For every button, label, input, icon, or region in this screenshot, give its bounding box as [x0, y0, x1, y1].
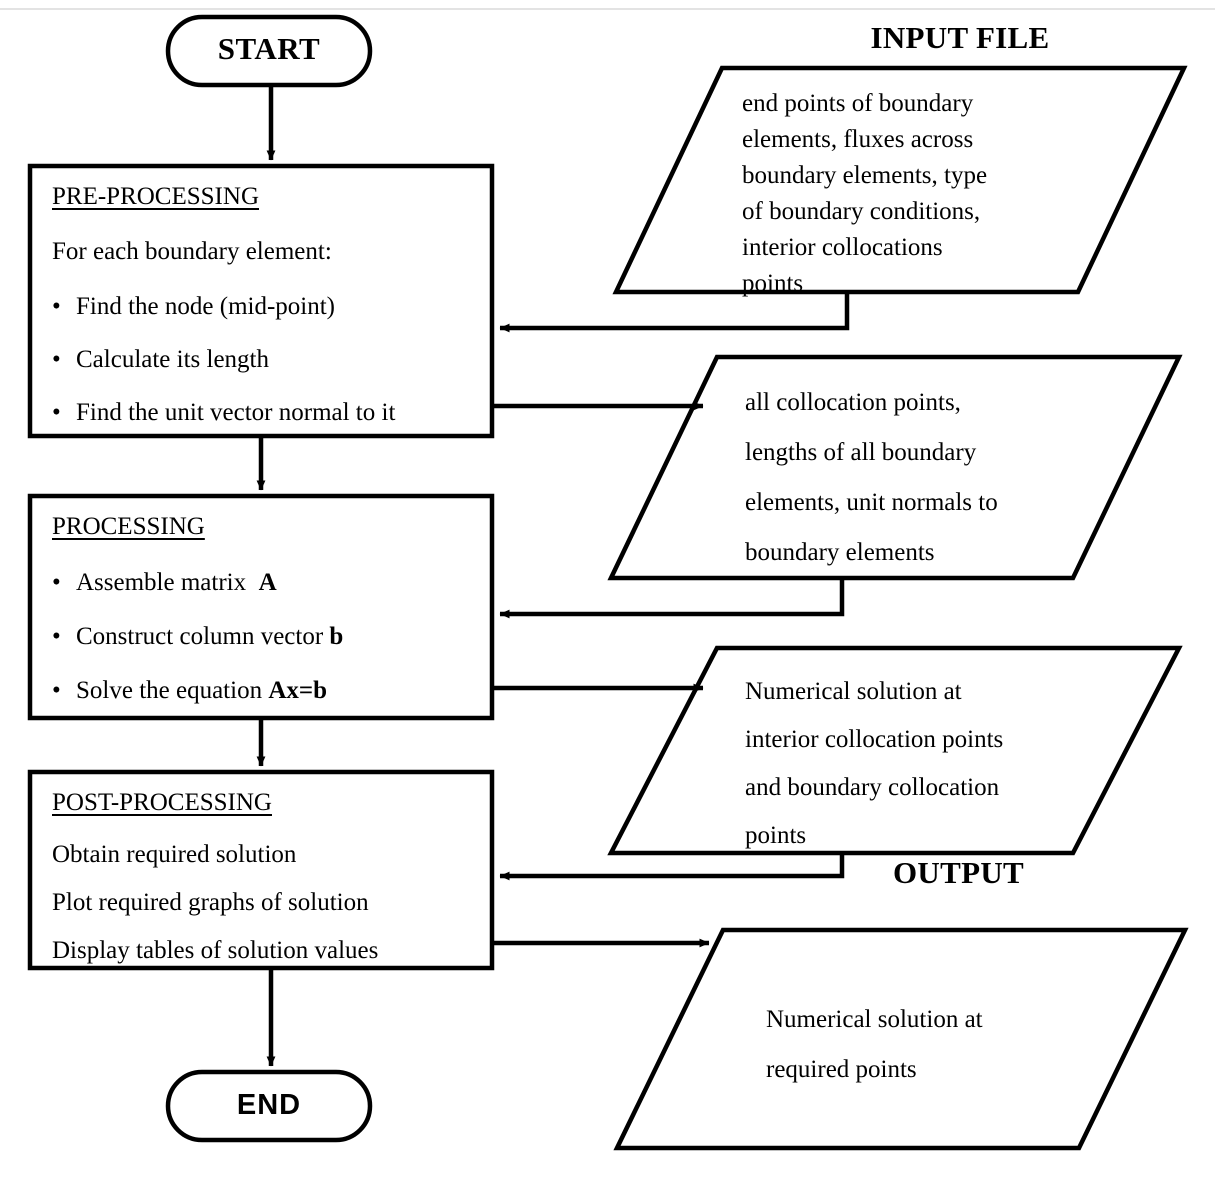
processing-output-data-shape — [607, 645, 1183, 856]
input-file-data-line-6: points — [742, 270, 804, 297]
input-file-data-text: end points of boundary elements, fluxes … — [742, 86, 987, 302]
pre-processing-intro: For each boundary element: — [52, 238, 332, 265]
post-processing-line-1: Obtain required solution — [52, 841, 297, 868]
processing-heading: PROCESSING — [52, 513, 205, 540]
preprocessing-output-data-line-3: elements, unit normals to — [745, 489, 998, 516]
input-file-data-line-1: end points of boundary — [742, 90, 974, 117]
processing-output-data-line-3: and boundary collocation — [745, 774, 1000, 801]
connector-inputfile-to-preprocessing — [499, 292, 850, 333]
post-processing-line-3: Display tables of solution values — [52, 937, 379, 964]
pre-processing-bullet-3: Find the unit vector normal to it — [52, 399, 395, 427]
processing-bullet-1: Assemble matrix A — [52, 569, 277, 597]
input-file-data-line-5: interior collocations — [742, 234, 943, 261]
processing-output-data-text: Numerical solution at interior collocati… — [745, 668, 1003, 860]
preprocessing-output-data-text: all collocation points, lengths of all b… — [745, 378, 998, 578]
input-file-data-line-4: of boundary conditions, — [742, 198, 981, 225]
post-processing-heading: POST-PROCESSING — [52, 789, 272, 816]
preprocessing-output-data-line-1: all collocation points, — [745, 389, 961, 416]
preprocessing-output-data-line-2: lengths of all boundary — [745, 439, 977, 466]
pre-processing-heading: PRE-PROCESSING — [52, 183, 259, 210]
input-file-data-line-3: boundary elements, type — [742, 162, 988, 189]
processing-output-data-line-4: points — [745, 822, 807, 849]
final-output-data-line-1: Numerical solution at — [766, 1006, 983, 1033]
post-processing-line-2: Plot required graphs of solution — [52, 889, 369, 916]
processing-output-data-line-2: interior collocation points — [745, 726, 1004, 753]
final-output-data-line-2: required points — [766, 1056, 917, 1083]
processing-bullet-2: Construct column vector b — [52, 623, 343, 651]
connector-data2-to-processing — [499, 578, 845, 619]
input-file-data-shape — [612, 65, 1188, 295]
top-divider-rule — [0, 8, 1215, 10]
post-processing-shape — [27, 769, 495, 971]
end-terminal-shape — [165, 1069, 373, 1143]
end-terminal-label: END — [236, 1089, 302, 1121]
pre-processing-bullet-2: Calculate its length — [52, 346, 269, 374]
processing-bullet-3: Solve the equation Ax=b — [52, 677, 327, 705]
input-file-caption: INPUT FILE — [870, 20, 1050, 55]
output-caption: OUTPUT — [893, 855, 1024, 890]
input-file-data-line-2: elements, fluxes across — [742, 126, 974, 153]
preprocessing-output-data-shape — [607, 354, 1183, 581]
processing-output-data-line-1: Numerical solution at — [745, 678, 962, 705]
pre-processing-bullet-1: Find the node (mid-point) — [52, 293, 335, 321]
final-output-data-text: Numerical solution at required points — [766, 995, 983, 1095]
start-terminal-label: START — [217, 31, 321, 66]
final-output-data-shape — [613, 927, 1189, 1151]
preprocessing-output-data-line-4: boundary elements — [745, 539, 935, 566]
connector-data3-to-postprocessing — [499, 853, 845, 881]
